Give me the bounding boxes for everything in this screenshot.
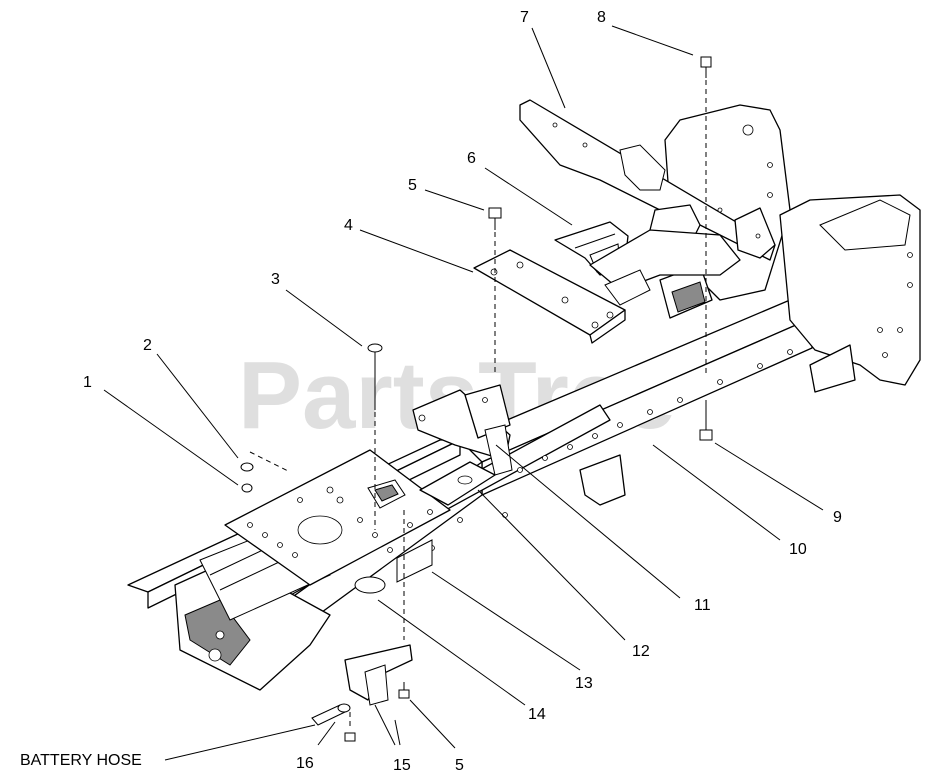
callout-13: 13 xyxy=(575,675,593,692)
callout-12: 12 xyxy=(632,643,650,660)
part-7-channel xyxy=(519,99,776,306)
callout-11: 11 xyxy=(694,597,711,614)
callout-1: 1 xyxy=(83,374,92,391)
part-16-clip xyxy=(311,703,351,726)
callout-2: 2 xyxy=(143,337,152,354)
firewall-holes xyxy=(742,124,913,358)
part-13-14-slots xyxy=(354,479,433,594)
callout-9: 9 xyxy=(833,509,842,526)
callout-numbers: 1 2 3 4 5 6 7 8 9 10 11 12 13 14 15 16 5… xyxy=(20,9,842,774)
callout-15: 15 xyxy=(393,757,411,774)
callout-6: 6 xyxy=(467,150,476,167)
callout-5-bottom: 5 xyxy=(455,757,464,774)
callout-4: 4 xyxy=(344,217,353,234)
battery-hose-label: BATTERY HOSE xyxy=(20,752,142,769)
callout-10: 10 xyxy=(789,541,807,558)
callout-7: 7 xyxy=(520,9,529,26)
part-11-bracket xyxy=(412,384,513,476)
callout-14: 14 xyxy=(528,706,546,723)
part-12-plate xyxy=(419,461,496,506)
callout-16: 16 xyxy=(296,755,314,772)
callout-5-top: 5 xyxy=(408,177,417,194)
part-4-bracket xyxy=(473,249,626,344)
leader-lines xyxy=(103,25,824,761)
part-15-bracket xyxy=(344,644,413,706)
callout-3: 3 xyxy=(271,271,280,288)
callout-8: 8 xyxy=(597,9,606,26)
